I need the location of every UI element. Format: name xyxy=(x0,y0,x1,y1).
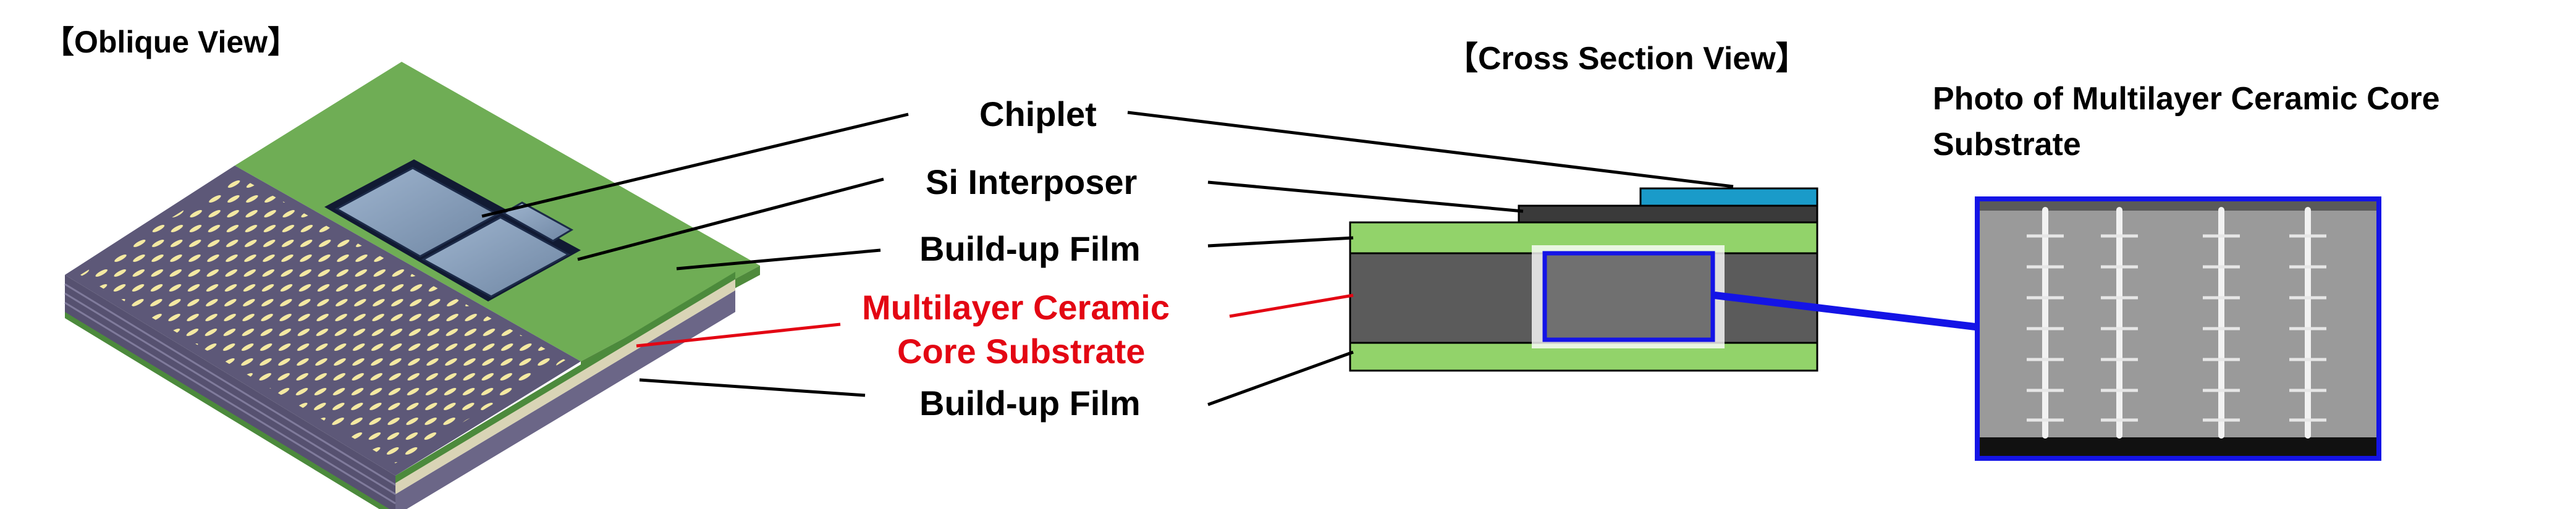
photo-title-line2: Substrate xyxy=(1933,127,2081,162)
photo-micrograph xyxy=(1975,196,2381,461)
label-chiplet: Chiplet xyxy=(979,95,1097,133)
photo-title-line1: Photo of Multilayer Ceramic Core xyxy=(1933,81,2440,117)
label-ceramic-core-line1: Multilayer Ceramic xyxy=(862,288,1170,327)
cs-chiplet xyxy=(1639,187,1818,207)
cross-section-illustration xyxy=(1349,187,1818,372)
label-build-up-film-bottom: Build-up Film xyxy=(919,384,1141,423)
cross-section-view-title: 【Cross Section View】 xyxy=(1446,41,1808,77)
cs-si-interposer xyxy=(1518,204,1818,224)
cross-section-leader-lines xyxy=(1127,111,1981,406)
label-si-interposer: Si Interposer xyxy=(926,162,1138,201)
label-ceramic-core-line2: Core Substrate xyxy=(897,332,1146,371)
label-build-up-film-top: Build-up Film xyxy=(919,229,1141,268)
oblique-leader-lines xyxy=(481,112,909,397)
photo-connector-line xyxy=(1714,292,1981,331)
oblique-view-title: 【Oblique View】 xyxy=(43,25,299,59)
cs-highlight-box xyxy=(1542,251,1715,342)
oblique-bga-surface xyxy=(65,166,581,476)
oblique-chiplets xyxy=(334,167,574,298)
